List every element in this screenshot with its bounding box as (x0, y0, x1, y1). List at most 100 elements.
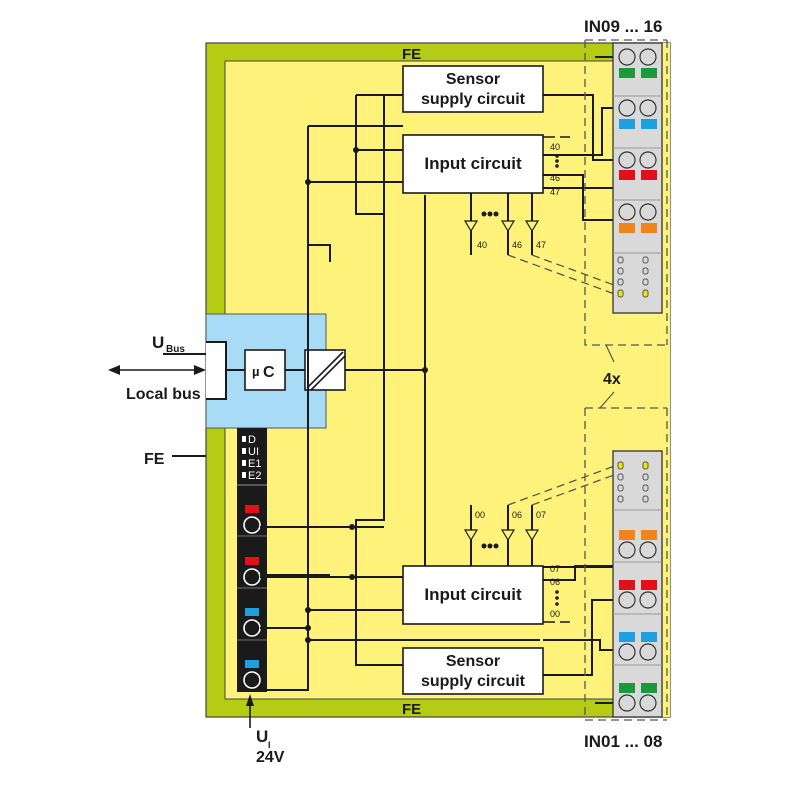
arrow-right-icon (194, 365, 206, 375)
terminal-socket[interactable] (618, 203, 636, 221)
led-label-07: 07 (536, 510, 546, 520)
terminal-socket-1[interactable] (243, 516, 261, 534)
fe-label-top: FE (402, 46, 421, 63)
led-label-47: 47 (536, 240, 546, 250)
terminal-green (641, 683, 657, 693)
terminal-blue (619, 632, 635, 642)
terminal-socket-4[interactable] (243, 671, 261, 689)
ui-sub: I (268, 740, 271, 750)
bus-connector (206, 341, 227, 400)
terminal-socket[interactable] (639, 643, 657, 661)
terminal-red (641, 170, 657, 180)
terminal-orange (641, 530, 657, 540)
ui-label: U (256, 727, 268, 746)
terminal-orange (619, 530, 635, 540)
led-e2-label: E2 (248, 470, 261, 482)
terminal-blue-2 (245, 660, 259, 668)
line-label-46: 46 (550, 173, 560, 183)
terminal-green (619, 68, 635, 78)
voltage-label: 24V (256, 749, 285, 766)
terminal-socket[interactable] (618, 694, 636, 712)
input-circuit-top-label: Input circuit (424, 154, 522, 173)
led-label-40: 40 (477, 240, 487, 250)
sensor-supply-top-line2: supply circuit (421, 91, 526, 108)
led-e2-icon (242, 472, 246, 478)
sensor-supply-bottom-line2: supply circuit (421, 673, 526, 690)
terminal-socket[interactable] (618, 99, 636, 117)
terminal-red (641, 580, 657, 590)
terminal-label-top: IN09 ... 16 (584, 17, 662, 36)
sensor-supply-box-top (402, 65, 544, 113)
status-led-yellow (617, 461, 624, 470)
uc-label: C (263, 364, 275, 381)
terminal-socket[interactable] (618, 591, 636, 609)
junction-dots (305, 147, 428, 643)
sensor-supply-box-bottom (402, 647, 544, 695)
ubus-label: U (152, 333, 164, 352)
sensor-supply-bottom-line1: Sensor (446, 653, 500, 670)
line-label-40: 40 (550, 142, 560, 152)
local-bus-label: Local bus (126, 386, 201, 403)
led-group-top: 40 46 47 (463, 193, 546, 255)
line-label-07: 07 (550, 564, 560, 574)
terminal-socket[interactable] (639, 541, 657, 559)
terminal-socket[interactable] (639, 694, 657, 712)
terminal-socket[interactable] (618, 151, 636, 169)
terminal-socket[interactable] (639, 48, 657, 66)
uc-prefix: µ (252, 364, 260, 379)
status-led-yellow (642, 461, 649, 470)
led-d-icon (242, 436, 246, 442)
led-group-bottom: 00 06 07 (463, 505, 546, 566)
led-d-label: D (248, 434, 256, 446)
sensor-supply-top-line1: Sensor (446, 71, 500, 88)
status-led-yellow (642, 289, 649, 298)
led-label-06: 06 (512, 510, 522, 520)
terminal-green (641, 68, 657, 78)
led-e1-icon (242, 460, 246, 466)
terminal-socket[interactable] (639, 203, 657, 221)
terminal-block-bottom (612, 450, 663, 718)
multiplier-label: 4x (603, 371, 621, 388)
terminal-red-1 (245, 505, 259, 513)
group-frame-bottom (584, 407, 668, 721)
input-circuit-box-bottom (402, 565, 544, 625)
terminal-green (619, 683, 635, 693)
arrow-up-icon (246, 694, 254, 706)
line-label-47: 47 (550, 187, 560, 197)
led-label-46: 46 (512, 240, 522, 250)
terminal-socket[interactable] (639, 99, 657, 117)
terminal-blue-1 (245, 608, 259, 616)
terminal-block-top (612, 42, 663, 314)
led-ui-label: UI (248, 446, 259, 458)
terminal-red-2 (245, 557, 259, 565)
terminal-socket[interactable] (618, 541, 636, 559)
input-circuit-bottom-label: Input circuit (424, 585, 522, 604)
terminal-socket[interactable] (618, 48, 636, 66)
line-label-06: 06 (550, 577, 560, 587)
wiring (260, 94, 540, 691)
terminal-blue (619, 119, 635, 129)
led-label-00: 00 (475, 510, 485, 520)
line-label-00: 00 (550, 609, 560, 619)
status-led-yellow (617, 289, 624, 298)
isolator-slash-1 (306, 351, 344, 389)
terminal-blue (641, 632, 657, 642)
input-circuit-box-top (402, 134, 544, 194)
isolator-slash-2 (310, 355, 346, 391)
right-strip (662, 43, 670, 717)
terminal-orange (619, 223, 635, 233)
group-frame-top (584, 39, 668, 346)
led-ui-icon (242, 448, 246, 454)
terminal-socket[interactable] (639, 151, 657, 169)
fe-label-left: FE (144, 451, 165, 468)
terminal-socket[interactable] (639, 591, 657, 609)
arrow-left-icon (108, 365, 120, 375)
terminal-socket[interactable] (618, 643, 636, 661)
fe-label-bottom: FE (402, 701, 421, 718)
led-e1-label: E1 (248, 458, 261, 470)
ubus-sub: Bus (166, 344, 185, 355)
terminal-orange (641, 223, 657, 233)
terminal-blue (641, 119, 657, 129)
terminal-label-bottom: IN01 ... 08 (584, 732, 662, 751)
